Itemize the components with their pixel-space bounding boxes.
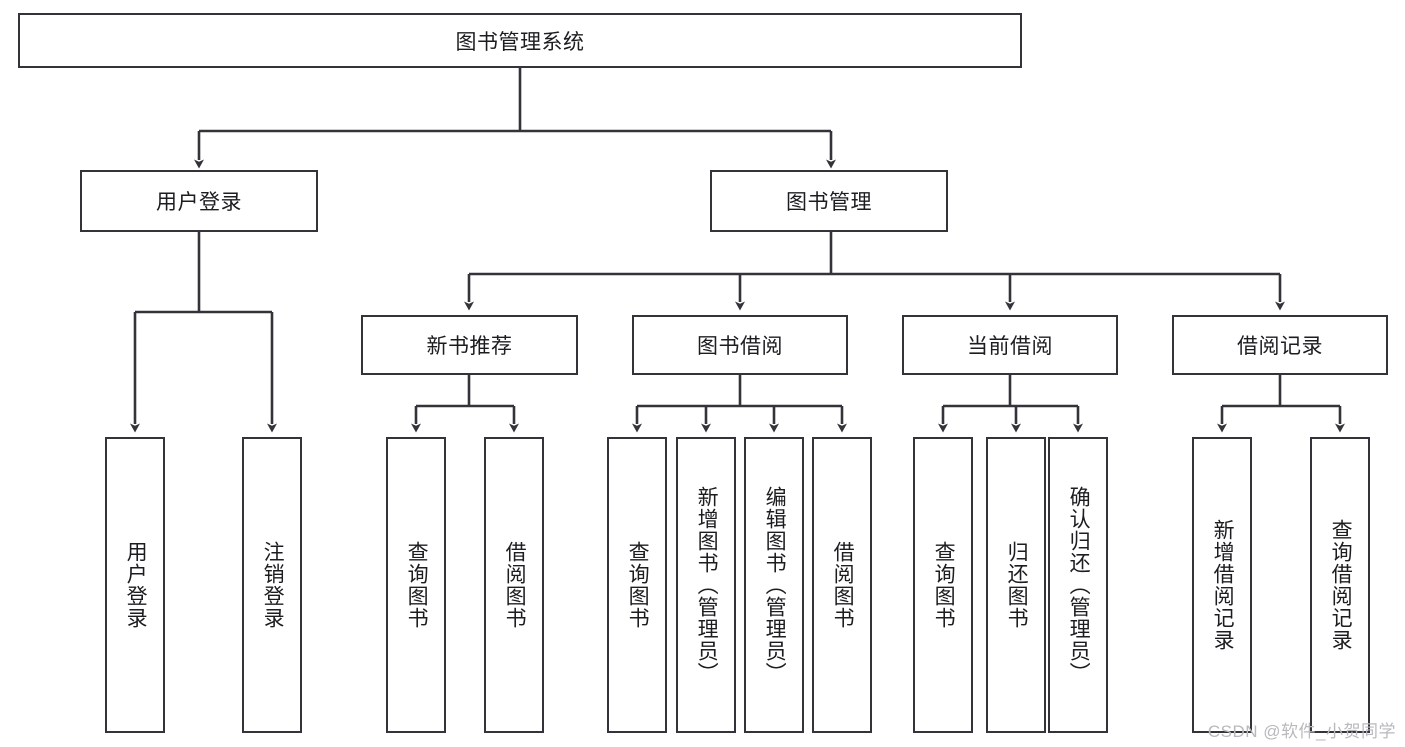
node-leaf-0[interactable]: 用户登录 bbox=[105, 437, 165, 733]
node-leaf-10[interactable]: 确认归还（管理员） bbox=[1048, 437, 1108, 733]
node-leaf-6[interactable]: 编辑图书（管理员） bbox=[744, 437, 804, 733]
node-leaf-1[interactable]: 注销登录 bbox=[242, 437, 302, 733]
node-level3-0[interactable]: 新书推荐 bbox=[361, 315, 578, 375]
node-leaf-7[interactable]: 借阅图书 bbox=[812, 437, 872, 733]
node-level3-3[interactable]: 借阅记录 bbox=[1172, 315, 1388, 375]
node-leaf-label: 查询图书 bbox=[405, 541, 429, 629]
node-leaf-3[interactable]: 借阅图书 bbox=[484, 437, 544, 733]
node-leaf-9[interactable]: 归还图书 bbox=[986, 437, 1046, 733]
node-leaf-label: 用户登录 bbox=[124, 541, 148, 629]
node-leaf-12[interactable]: 查询借阅记录 bbox=[1310, 437, 1370, 733]
node-root[interactable]: 图书管理系统 bbox=[18, 13, 1022, 68]
node-leaf-11[interactable]: 新增借阅记录 bbox=[1192, 437, 1252, 733]
node-leaf-8[interactable]: 查询图书 bbox=[913, 437, 973, 733]
node-level2-0[interactable]: 用户登录 bbox=[80, 170, 318, 232]
node-level3-1[interactable]: 图书借阅 bbox=[632, 315, 848, 375]
node-level2-1[interactable]: 图书管理 bbox=[710, 170, 948, 232]
node-leaf-label: 确认归还（管理员） bbox=[1067, 486, 1091, 684]
node-leaf-label: 查询图书 bbox=[932, 541, 956, 629]
node-leaf-2[interactable]: 查询图书 bbox=[386, 437, 446, 733]
node-leaf-label: 新增借阅记录 bbox=[1211, 519, 1235, 651]
node-leaf-label: 注销登录 bbox=[261, 541, 285, 629]
node-leaf-label: 查询图书 bbox=[626, 541, 650, 629]
node-leaf-label: 借阅图书 bbox=[831, 541, 855, 629]
node-leaf-label: 查询借阅记录 bbox=[1329, 519, 1353, 651]
node-leaf-5[interactable]: 新增图书（管理员） bbox=[676, 437, 736, 733]
node-leaf-label: 归还图书 bbox=[1005, 541, 1029, 629]
node-leaf-label: 新增图书（管理员） bbox=[695, 486, 719, 684]
node-leaf-label: 编辑图书（管理员） bbox=[763, 486, 787, 684]
node-level3-2[interactable]: 当前借阅 bbox=[902, 315, 1118, 375]
node-leaf-label: 借阅图书 bbox=[503, 541, 527, 629]
node-leaf-4[interactable]: 查询图书 bbox=[607, 437, 667, 733]
